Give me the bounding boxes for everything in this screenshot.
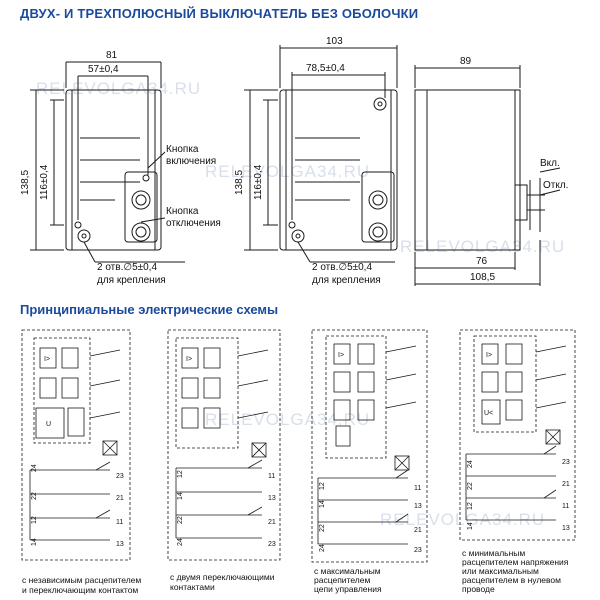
side-view-labels: 89 Вкл. Откл. 76 108,5 <box>460 56 568 283</box>
scheme-1 <box>21 329 131 561</box>
dim-height-inner: 116±0,4 <box>39 164 50 200</box>
watermark-4: RELEVOLGA34.RU <box>205 410 370 429</box>
front-view-3pole-labels: 103 78,5±0,4 138,5 116±0,4 2 отв.∅5±0,4 … <box>234 36 381 286</box>
scheme4-term-13: 13 <box>562 525 570 532</box>
scheme1-term-11: 11 <box>116 519 123 526</box>
dim3-width-inner: 78,5±0,4 <box>306 63 345 74</box>
dim3-width-total: 103 <box>326 36 343 47</box>
scheme3-term-13: 13 <box>414 503 422 510</box>
scheme4-caption-1: с минимальным <box>462 548 525 558</box>
scheme1-term-21: 21 <box>116 495 124 502</box>
coil-label: I> <box>44 356 50 363</box>
dim-depth: 89 <box>460 56 472 67</box>
dim3-height-total: 138,5 <box>234 170 245 195</box>
scheme2-term-22: 22 <box>177 516 184 524</box>
page-title: ДВУХ- И ТРЕХПОЛЮСНЫЙ ВЫКЛЮЧАТЕЛЬ БЕЗ ОБО… <box>20 6 419 21</box>
scheme3-term-24: 24 <box>319 544 326 552</box>
scheme4-term-24: 24 <box>467 460 474 468</box>
off-button-label-2: отключения <box>166 218 221 229</box>
holes-label-1: 2 отв.∅5±0,4 <box>97 262 157 273</box>
on-button-label-2: включения <box>166 156 216 167</box>
coil-label-under: U< <box>484 410 493 417</box>
scheme-2 <box>167 329 281 561</box>
scheme4-term-12: 12 <box>467 502 474 510</box>
scheme1-caption-2: и переключающим контактом <box>22 585 138 595</box>
scheme3-caption-1: с максимальным <box>314 566 381 576</box>
off-button-label-1: Кнопка <box>166 206 199 217</box>
dim3-height-inner: 116±0,4 <box>253 164 264 200</box>
scheme4-term-22: 22 <box>467 482 474 490</box>
watermark-2: RELEVOLGA34.RU <box>205 162 370 181</box>
scheme1-term-23: 23 <box>116 473 124 480</box>
dim-b: 108,5 <box>470 272 495 283</box>
scheme2-term-11: 11 <box>268 473 275 480</box>
scheme4-term-14: 14 <box>467 522 474 530</box>
scheme2-term-24: 24 <box>177 538 184 546</box>
scheme1-term-12: 12 <box>31 516 38 524</box>
dim-width-total: 81 <box>106 50 118 61</box>
scheme4-caption-3: или максимальным <box>462 566 539 576</box>
holes3-label-1: 2 отв.∅5±0,4 <box>312 262 372 273</box>
scheme1-term-13: 13 <box>116 541 124 548</box>
scheme2-term-13: 13 <box>268 495 276 502</box>
holes-label-2: для крепления <box>97 275 166 286</box>
front-view-2pole <box>30 61 185 263</box>
scheme3-term-21: 21 <box>414 527 422 534</box>
scheme3-term-14: 14 <box>319 500 326 508</box>
on-button-label-1: Кнопка <box>166 144 199 155</box>
scheme4-caption-2: расцепителем напряжения <box>462 557 569 567</box>
scheme3-term-12: 12 <box>319 482 326 490</box>
coil-label-indep: U <box>46 421 51 428</box>
scheme4-caption-5: проводе <box>462 584 495 594</box>
front-view-2pole-labels: 81 57±0,4 138,5 116±0,4 Кнопка включения… <box>20 50 221 286</box>
coil-label: I> <box>486 352 492 359</box>
scheme3-caption-3: цепи управления <box>314 584 382 594</box>
scheme2-caption-2: контактами <box>170 582 215 592</box>
front-view-3pole <box>244 45 398 263</box>
holes3-label-2: для крепления <box>312 275 381 286</box>
scheme2-caption-1: с двумя переключающими <box>170 572 275 582</box>
scheme2-term-14: 14 <box>177 492 184 500</box>
scheme1-term-22: 22 <box>31 492 38 500</box>
dim-width-inner: 57±0,4 <box>88 64 119 75</box>
scheme3-term-22: 22 <box>319 524 326 532</box>
on-label: Вкл. <box>540 158 560 169</box>
scheme2-term-23: 23 <box>268 541 276 548</box>
off-label: Откл. <box>543 180 568 191</box>
scheme3-term-11: 11 <box>414 485 421 492</box>
watermarks: RELEVOLGA34.RU RELEVOLGA34.RU RELEVOLGA3… <box>36 79 565 529</box>
scheme4-caption-4: расцепителем в нулевом <box>462 575 561 585</box>
scheme2-term-21: 21 <box>268 519 276 526</box>
scheme1-caption-1: с независимым расцепителем <box>22 575 141 585</box>
watermark-1: RELEVOLGA34.RU <box>36 79 201 98</box>
scheme4-term-23: 23 <box>562 459 570 466</box>
scheme4-term-21: 21 <box>562 481 570 488</box>
scheme2-term-12: 12 <box>177 470 184 478</box>
watermark-5: RELEVOLGA34.RU <box>380 510 545 529</box>
coil-label: I> <box>186 356 192 363</box>
coil-label: I> <box>338 352 344 359</box>
dim-height-total: 138,5 <box>20 170 31 195</box>
scheme-3 <box>311 329 428 563</box>
scheme3-caption-2: расцепителем <box>314 575 370 585</box>
section-title: Принципиальные электрические схемы <box>20 302 279 317</box>
scheme1-term-14: 14 <box>31 538 38 546</box>
dim-a: 76 <box>476 256 488 267</box>
side-view <box>414 65 561 286</box>
scheme1-term-24: 24 <box>31 464 38 472</box>
watermark-3: RELEVOLGA34.RU <box>400 237 565 256</box>
scheme-4 <box>459 329 576 541</box>
scheme3-term-23: 23 <box>414 547 422 554</box>
scheme4-term-11: 11 <box>562 503 569 510</box>
